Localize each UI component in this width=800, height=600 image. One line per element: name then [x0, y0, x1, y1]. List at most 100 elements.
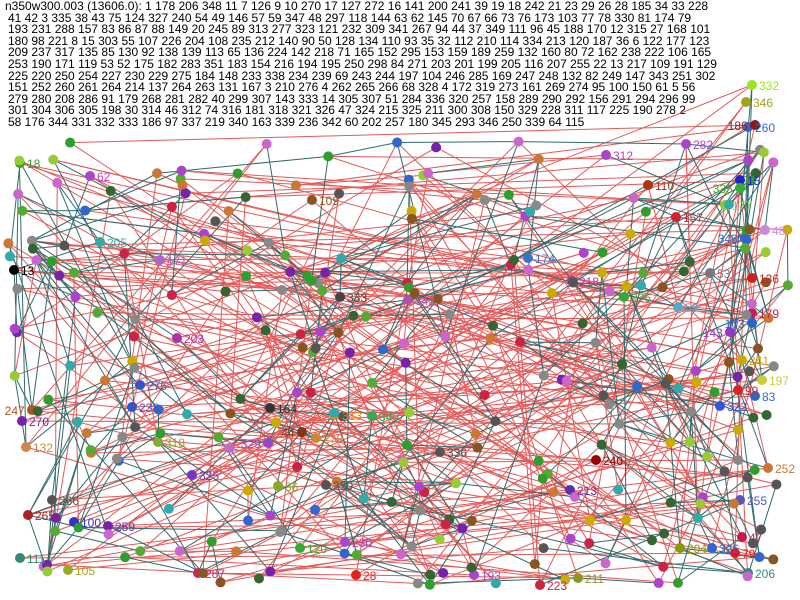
graph-node	[573, 573, 583, 583]
node-label: 333	[347, 291, 367, 305]
tree-edge	[14, 375, 27, 448]
tour-edge	[324, 272, 701, 505]
graph-node	[275, 526, 286, 537]
graph-node	[719, 466, 730, 477]
tour-edge	[171, 294, 321, 333]
tour-edge	[179, 491, 554, 552]
tree-edge	[645, 159, 749, 213]
tree-edge	[46, 365, 71, 572]
graph-node	[590, 337, 601, 348]
tree-edge	[738, 459, 769, 469]
graph-node	[340, 537, 350, 547]
tree-edge	[54, 432, 88, 532]
tour-edge	[37, 410, 317, 439]
node-label: 346	[753, 96, 773, 110]
tree-edge	[397, 141, 519, 143]
graph-node	[620, 515, 631, 526]
tree-edge	[296, 392, 335, 414]
tour-edge	[551, 292, 591, 521]
tour-edge	[27, 444, 408, 516]
tour-edge	[403, 299, 409, 344]
graph-node	[750, 391, 760, 401]
node-label: 205	[107, 236, 127, 250]
tree-edge	[73, 253, 125, 274]
graph-node	[424, 579, 435, 590]
tree-edge	[601, 444, 699, 519]
graph-node	[740, 243, 751, 254]
tour-edge	[118, 193, 186, 461]
graph-node	[152, 168, 163, 179]
graph-node	[111, 453, 122, 464]
graph-node	[47, 495, 57, 505]
tree-edge	[525, 215, 746, 249]
tree-edge	[240, 398, 271, 409]
tree-edge	[437, 259, 515, 300]
node-label: 320	[333, 479, 353, 493]
tree-edge	[489, 282, 574, 339]
tree-edge	[157, 441, 271, 572]
tour-edge	[17, 193, 410, 413]
graph-node	[3, 238, 14, 249]
header-line: 193 231 288 157 83 86 87 88 149 20 245 8…	[8, 22, 711, 37]
graph-node	[705, 268, 715, 278]
graph-node	[23, 510, 33, 520]
node-label: 188	[289, 284, 309, 298]
graph-node	[748, 412, 759, 423]
graph-node	[129, 362, 140, 373]
graph-node	[225, 408, 236, 419]
tree-edge	[695, 284, 789, 372]
graph-node	[206, 536, 217, 547]
tree-edge	[134, 367, 219, 438]
tour-edge	[176, 316, 258, 339]
graph-node	[733, 454, 744, 465]
graph-node	[742, 571, 753, 582]
tree-edge	[300, 315, 354, 335]
tree-edge	[55, 436, 123, 519]
tree-edge	[662, 204, 726, 288]
tour-edge	[572, 282, 749, 577]
tour-edge	[401, 363, 623, 461]
tour-edge	[265, 330, 298, 468]
edges	[7, 84, 789, 586]
graph-node	[600, 558, 611, 569]
graph-node	[54, 270, 65, 281]
graph-node	[752, 343, 763, 354]
tour-edge	[315, 489, 571, 511]
tree-edge	[341, 257, 410, 288]
tree-edge	[601, 444, 735, 505]
tour-edge	[484, 184, 649, 396]
tour-edge	[408, 179, 749, 574]
tree-edge	[527, 269, 545, 376]
node-label: 336	[447, 446, 467, 460]
graph-node	[438, 567, 449, 578]
graph-node	[65, 360, 76, 371]
node-label: 325	[199, 469, 219, 483]
graph-node	[46, 256, 57, 267]
tree-edge	[665, 383, 725, 472]
node-label: 211	[585, 572, 604, 586]
tour-edge	[64, 229, 747, 247]
graph-node	[675, 543, 685, 553]
graph-node	[737, 532, 747, 542]
graph-node	[678, 266, 689, 277]
graph-node	[406, 205, 417, 216]
tour-edge	[168, 379, 562, 510]
tour-edge	[382, 251, 603, 350]
graph-node	[68, 267, 79, 278]
node-label: 278	[323, 432, 343, 446]
graph-node	[414, 481, 425, 492]
graph-node	[760, 247, 771, 258]
graph-node	[241, 270, 252, 281]
graph-node	[409, 288, 420, 299]
graph-node	[469, 570, 479, 580]
node-label: 329	[241, 437, 261, 451]
tree-edge	[56, 182, 101, 243]
tree-edge	[336, 481, 456, 484]
graph-node	[768, 554, 779, 565]
graph-node	[760, 225, 770, 235]
tree-edge	[786, 229, 789, 286]
tree-edge	[52, 159, 188, 415]
tour-edge	[90, 347, 652, 451]
tree-edge	[35, 259, 136, 428]
